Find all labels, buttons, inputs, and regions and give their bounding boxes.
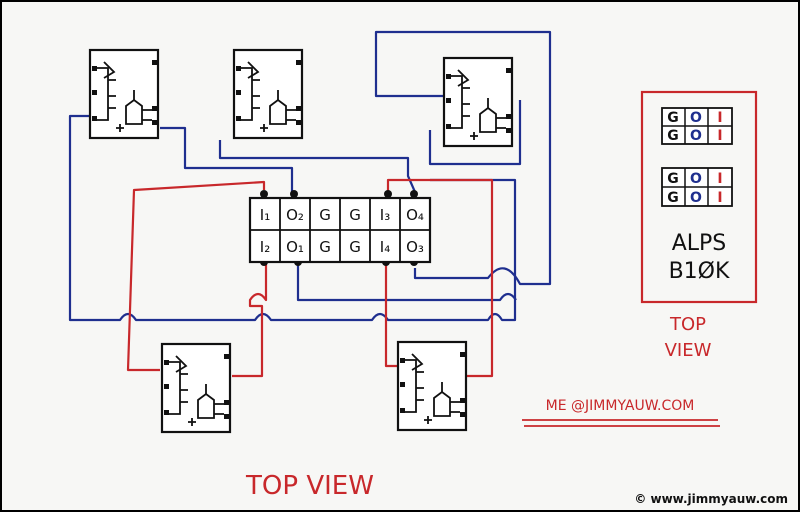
switch-top-left: [88, 48, 160, 140]
red-wire-i3: [386, 178, 494, 378]
legend-o-2: O: [690, 128, 702, 144]
legend-o-3: O: [690, 171, 702, 187]
legend-o-1: O: [690, 110, 702, 126]
blue-wire-o1: [296, 262, 517, 302]
legend-g-3: G: [667, 171, 679, 187]
legend-i-1: I: [717, 110, 722, 126]
legend-model-label: B1ØK: [669, 259, 730, 284]
legend-alps-label: ALPS: [672, 231, 727, 256]
copyright-notice: © www.jimmyauw.com: [634, 492, 788, 506]
red-wires: [126, 178, 494, 378]
pin-bottom-3: G: [319, 238, 331, 256]
blue-wires: [68, 30, 552, 322]
pin-top-4: G: [349, 206, 361, 224]
legend-i-4: I: [717, 190, 722, 206]
legend-i-3: I: [717, 171, 722, 187]
pin-bottom-1: I₂: [260, 238, 270, 256]
pin-top-1: I₁: [260, 206, 270, 224]
credit-block: ME @JIMMYAUW.COM: [522, 398, 720, 427]
diagram-title: TOP VIEW: [245, 471, 374, 501]
alps-legend: G O I G O I G O I G O I ALPS B1ØK TOP VI…: [640, 90, 758, 361]
credit-underline: [522, 419, 720, 427]
pin-bottom-2: O₁: [286, 238, 304, 256]
legend-i-2: I: [717, 128, 722, 144]
legend-caption-top: TOP: [669, 314, 706, 335]
red-wire-i1: [126, 180, 266, 372]
blue-wire-top-right-loop: [374, 30, 552, 286]
blue-wire-top-right-inner: [428, 100, 522, 166]
switch-bottom-left: [160, 342, 232, 434]
legend-g-1: G: [667, 110, 679, 126]
credit-text: ME @JIMMYAUW.COM: [546, 398, 695, 414]
legend-caption-view: VIEW: [665, 340, 712, 361]
pin-top-2: O₂: [286, 206, 304, 224]
pin-bottom-6: O₃: [406, 238, 424, 256]
blue-wire-o2: [160, 126, 294, 192]
pin-connector: I₁ O₂ G G I₃ O₄ I₂ O₁ G G I₄ O₃: [248, 196, 432, 264]
legend-g-2: G: [667, 128, 679, 144]
blue-wire-o4: [218, 140, 417, 193]
legend-g-4: G: [667, 190, 679, 206]
pin-top-6: O₄: [406, 206, 424, 224]
red-wire-i2: [232, 262, 268, 378]
pin-bottom-4: G: [349, 238, 361, 256]
blue-wire-outer-loop: [68, 114, 517, 322]
switch-bottom-right: [396, 340, 468, 432]
switch-top-right: [442, 56, 514, 148]
pin-top-5: I₃: [380, 206, 390, 224]
pin-bottom-5: I₄: [380, 238, 390, 256]
legend-o-4: O: [690, 190, 702, 206]
switch-top-middle: [232, 48, 304, 140]
red-wire-i4: [384, 262, 398, 368]
pin-top-3: G: [319, 206, 331, 224]
